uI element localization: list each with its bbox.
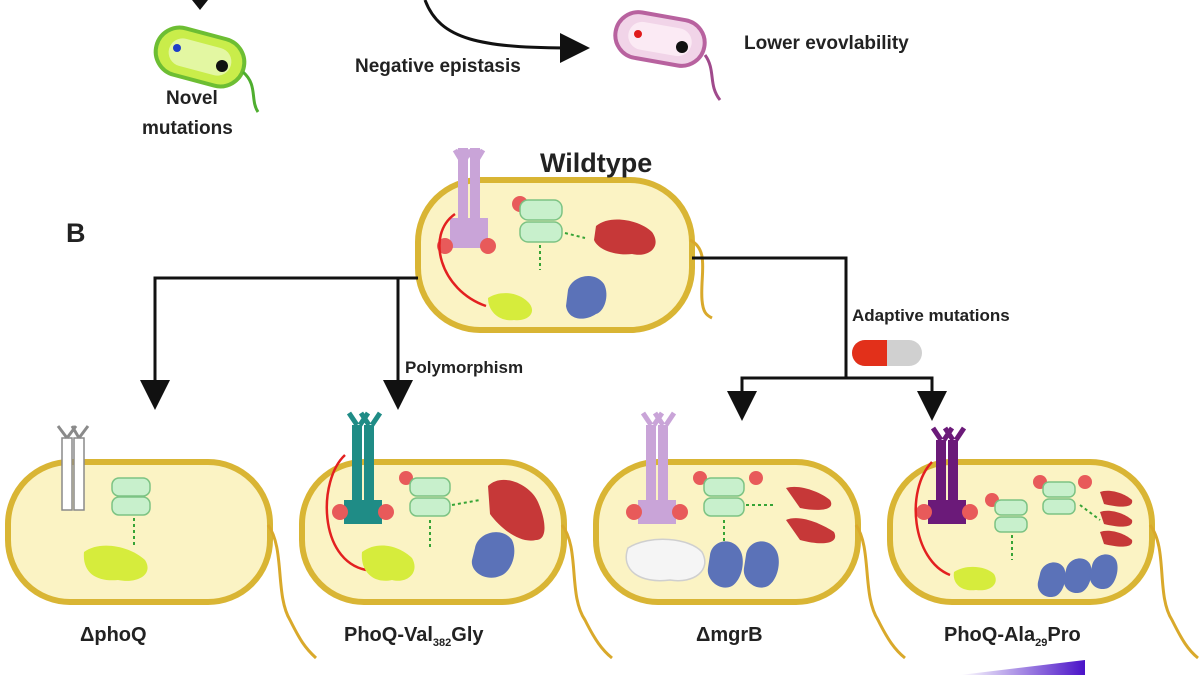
- cell-phoq-val382gly: [299, 411, 613, 660]
- cell-delta-mgrb: [593, 411, 906, 660]
- novel-mutations-label-2: mutations: [142, 118, 233, 139]
- label-phoq-ala-suffix: Pro: [1047, 624, 1081, 646]
- label-phoq-val382gly: PhoQ-Val382Gly: [344, 624, 484, 649]
- cell-wildtype: [415, 148, 713, 333]
- novel-mutations-label-1: Novel: [166, 88, 218, 109]
- panel-b-letter: B: [66, 218, 86, 248]
- bacterium-lower-evolvability: [613, 10, 722, 101]
- label-phoq-ala29pro: PhoQ-Ala29Pro: [944, 624, 1081, 649]
- cell-delta-phoq: [5, 425, 318, 660]
- tree-connectors: [140, 256, 947, 421]
- label-delta-mgrb: ΔmgrB: [696, 624, 763, 646]
- label-phoq-val-sub: 382: [432, 637, 452, 649]
- antibiotic-pill-icon: [852, 340, 922, 366]
- lower-evolvability-label: Lower evovlability: [744, 33, 909, 54]
- polymorphism-label: Polymorphism: [405, 358, 524, 377]
- gradient-bar: [960, 660, 1085, 675]
- label-phoq-val-prefix: PhoQ-Val: [344, 624, 433, 646]
- negative-epistasis-label: Negative epistasis: [355, 56, 521, 77]
- label-phoq-ala-sub: 29: [1035, 637, 1048, 649]
- label-delta-phoq: ΔphoQ: [80, 624, 147, 646]
- adaptive-mutations-label: Adaptive mutations: [852, 306, 1010, 325]
- label-phoq-val-suffix: Gly: [451, 624, 484, 646]
- cell-phoq-ala29pro: [887, 426, 1199, 660]
- wildtype-title: Wildtype: [540, 148, 653, 178]
- negative-epistasis-arrow: [423, 0, 590, 63]
- label-phoq-ala-prefix: PhoQ-Ala: [944, 624, 1036, 646]
- bacterium-novel-mutations: [153, 25, 260, 113]
- top-arrow-left: [192, 0, 208, 10]
